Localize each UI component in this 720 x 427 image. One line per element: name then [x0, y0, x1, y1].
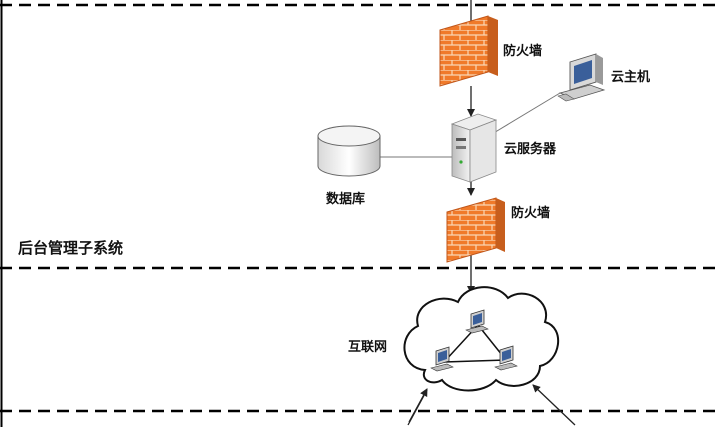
server-icon [450, 113, 498, 183]
network-node-left-icon [430, 346, 454, 372]
internet-cloud-icon [403, 286, 560, 392]
firewall-top-label: 防火墙 [503, 44, 543, 59]
cloud-host-label: 云主机 [611, 70, 651, 85]
arrow-into-internet-right [532, 384, 576, 426]
firewall-bottom-label: 防火墙 [511, 206, 551, 221]
line-server-cloudhost [491, 92, 561, 135]
firewall-bottom-icon [446, 197, 505, 263]
cloud-server-label: 云服务器 [504, 142, 557, 157]
arrow-into-internet-left [408, 388, 428, 423]
section-title-backend: 后台管理子系统 [18, 239, 124, 257]
firewall-top-icon [439, 15, 498, 87]
cloud-host-computer-icon [557, 53, 606, 102]
link-node2-node3 [443, 359, 507, 363]
database-icon [317, 125, 381, 177]
network-node-top-icon [465, 309, 489, 334]
internet-label: 互联网 [348, 340, 388, 355]
database-label: 数据库 [326, 192, 366, 207]
network-node-right-icon [494, 345, 518, 371]
